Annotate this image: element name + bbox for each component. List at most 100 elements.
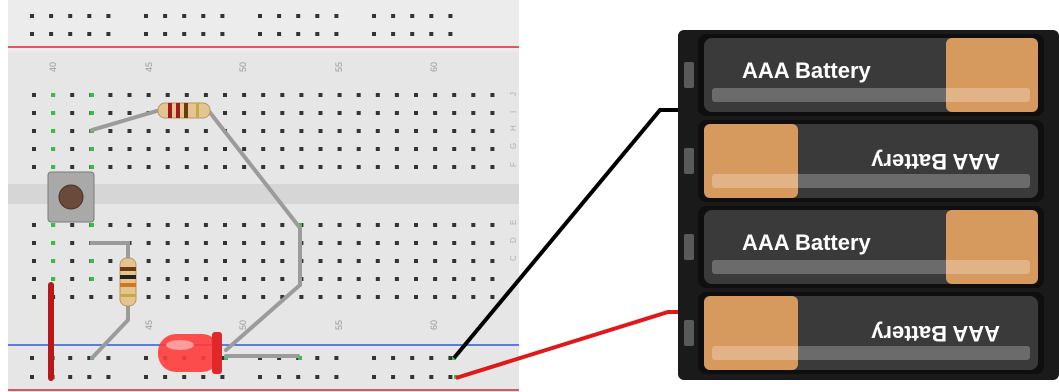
battery-label: AAA Battery bbox=[742, 58, 872, 83]
breadboard-hole bbox=[375, 277, 380, 281]
battery-cell: AAA Battery bbox=[684, 292, 1044, 374]
breadboard-hole bbox=[223, 259, 227, 263]
breadboard-hole bbox=[165, 295, 170, 299]
power-rail-hole bbox=[68, 32, 73, 36]
power-rail-hole bbox=[296, 14, 301, 18]
breadboard-hole bbox=[223, 223, 227, 227]
row-label-d: D bbox=[509, 237, 518, 243]
breadboard-hole bbox=[452, 129, 457, 133]
power-rail-hole bbox=[296, 375, 301, 379]
power-rail-hole bbox=[410, 32, 415, 36]
connected-hole bbox=[51, 241, 55, 245]
breadboard-hole bbox=[89, 295, 94, 299]
col-label-60-bottom: 60 bbox=[429, 320, 439, 330]
breadboard-hole bbox=[108, 223, 113, 227]
column-labels-bottom: 45 50 55 60 bbox=[144, 320, 439, 330]
resistor-vertical-band-2 bbox=[120, 275, 136, 279]
breadboard-hole bbox=[414, 277, 418, 281]
breadboard-hole bbox=[452, 147, 457, 151]
breadboard-hole bbox=[261, 165, 266, 169]
breadboard-hole bbox=[146, 295, 151, 299]
breadboard-hole bbox=[375, 111, 380, 115]
breadboard-hole bbox=[433, 223, 438, 227]
breadboard-hole bbox=[318, 241, 323, 245]
resistor-horizontal-band-2 bbox=[176, 103, 180, 118]
breadboard-hole bbox=[337, 295, 342, 299]
top-power-rail bbox=[8, 0, 519, 52]
power-rail-hole bbox=[163, 375, 168, 379]
breadboard-hole bbox=[375, 147, 380, 151]
breadboard-hole bbox=[108, 147, 113, 151]
breadboard-hole bbox=[337, 111, 342, 115]
resistor-vertical-body bbox=[119, 257, 137, 307]
breadboard-hole bbox=[280, 129, 285, 133]
breadboard-hole bbox=[261, 277, 266, 281]
breadboard-hole bbox=[452, 93, 457, 97]
battery-cell: AAA Battery bbox=[684, 206, 1044, 288]
breadboard-hole bbox=[223, 111, 227, 115]
power-rail-hole bbox=[448, 356, 453, 360]
resistor-vertical bbox=[119, 257, 137, 307]
breadboard-hole bbox=[299, 147, 304, 151]
breadboard-hole bbox=[223, 165, 227, 169]
breadboard-hole bbox=[414, 147, 418, 151]
connected-hole bbox=[298, 356, 302, 360]
row-label-i: I bbox=[509, 111, 518, 113]
breadboard-hole bbox=[184, 277, 189, 281]
breadboard-hole bbox=[414, 223, 418, 227]
breadboard-hole bbox=[70, 277, 75, 281]
breadboard-hole bbox=[471, 241, 476, 245]
row-label-e: E bbox=[509, 220, 518, 225]
breadboard-hole bbox=[32, 147, 36, 151]
breadboard-hole bbox=[394, 93, 399, 97]
breadboard-hole bbox=[318, 93, 323, 97]
battery-highlight bbox=[712, 346, 1030, 360]
breadboard-hole bbox=[242, 241, 247, 245]
wire-gray-resistor-top-right bbox=[206, 108, 302, 230]
breadboard-hole bbox=[146, 93, 151, 97]
breadboard-hole bbox=[70, 111, 75, 115]
breadboard-hole bbox=[337, 147, 342, 151]
battery-label: AAA Battery bbox=[870, 149, 1000, 174]
power-rail-hole bbox=[30, 32, 34, 36]
power-rail-hole bbox=[144, 14, 148, 18]
breadboard-hole bbox=[414, 295, 418, 299]
breadboard-hole bbox=[261, 111, 266, 115]
breadboard-hole bbox=[490, 93, 495, 97]
breadboard-hole bbox=[32, 111, 36, 115]
power-rail-hole bbox=[201, 32, 206, 36]
power-rail-hole bbox=[391, 356, 396, 360]
power-rail-hole bbox=[49, 32, 54, 36]
breadboard-hole bbox=[242, 259, 247, 263]
breadboard-hole bbox=[490, 147, 495, 151]
power-rail-hole bbox=[448, 32, 453, 36]
breadboard-hole bbox=[318, 295, 323, 299]
breadboard-hole bbox=[394, 295, 399, 299]
power-rail-hole bbox=[296, 32, 301, 36]
wire-gray-led-cathode bbox=[224, 283, 302, 352]
breadboard-hole bbox=[356, 93, 361, 97]
battery-terminal bbox=[684, 62, 694, 88]
power-rail-hole bbox=[372, 14, 376, 18]
wire-gray-resistor-top-left bbox=[90, 108, 162, 132]
push-button bbox=[47, 171, 95, 223]
battery-cell: AAA Battery bbox=[684, 120, 1044, 202]
breadboard-hole bbox=[242, 295, 247, 299]
wire-gray-button-resistor bbox=[90, 241, 130, 264]
breadboard-hole bbox=[184, 259, 189, 263]
battery-terminal bbox=[684, 234, 694, 260]
battery-highlight bbox=[712, 260, 1030, 274]
power-rail-hole bbox=[429, 375, 434, 379]
row-label-g: G bbox=[509, 143, 518, 149]
power-rail-hole bbox=[258, 375, 262, 379]
breadboard-hole bbox=[146, 259, 151, 263]
power-rail-hole bbox=[334, 375, 339, 379]
power-rail-hole bbox=[410, 14, 415, 18]
breadboard-hole bbox=[108, 295, 113, 299]
breadboard-hole bbox=[394, 259, 399, 263]
power-rail-hole bbox=[429, 14, 434, 18]
row-labels-upper: J I H G F bbox=[509, 92, 518, 167]
breadboard-hole bbox=[318, 259, 323, 263]
resistor-horizontal-band-3 bbox=[184, 103, 188, 118]
breadboard-hole bbox=[433, 241, 438, 245]
